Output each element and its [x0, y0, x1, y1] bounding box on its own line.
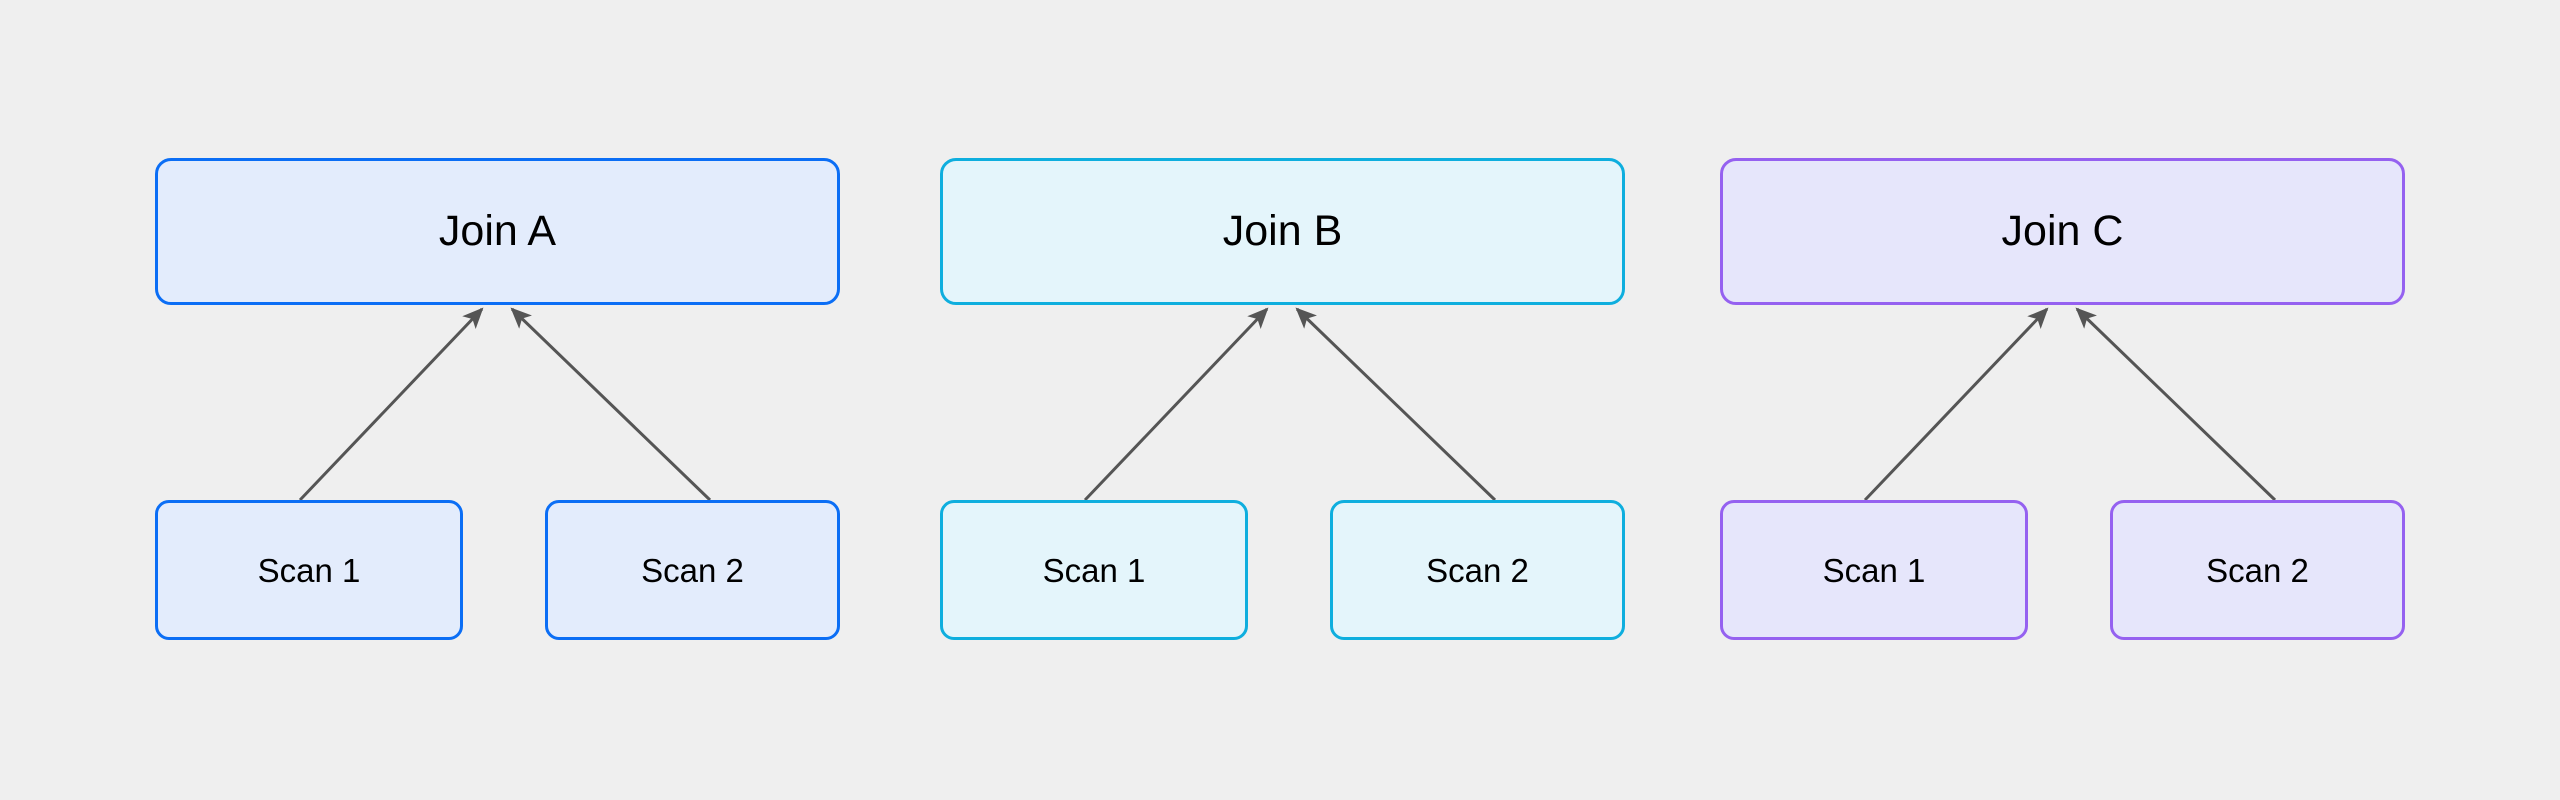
- edge-layer: [1863, 307, 2277, 502]
- edge-arrow: [1863, 307, 2049, 502]
- scan-node-1[interactable]: Scan 1: [155, 500, 463, 640]
- plan-group-1: Join A Scan 1 Scan 2: [0, 0, 860, 800]
- join-node[interactable]: Join A: [155, 158, 840, 305]
- scan-node-2[interactable]: Scan 2: [2110, 500, 2405, 640]
- edge-arrow: [1083, 307, 1269, 502]
- scan-node-2-label: Scan 2: [1426, 551, 1529, 589]
- edge-arrow: [298, 307, 484, 502]
- join-node-label: Join C: [2001, 207, 2124, 255]
- join-node[interactable]: Join C: [1720, 158, 2405, 305]
- join-node-label: Join A: [438, 207, 557, 255]
- scan-node-2[interactable]: Scan 2: [545, 500, 840, 640]
- plan-group-2: Join B Scan 1 Scan 2: [785, 0, 1645, 800]
- scan-node-2-label: Scan 2: [2206, 551, 2309, 589]
- scan-node-1-label: Scan 1: [257, 551, 361, 589]
- edge-arrow: [1295, 307, 1497, 502]
- scan-node-1-label: Scan 1: [1042, 551, 1146, 589]
- join-node[interactable]: Join B: [940, 158, 1625, 305]
- join-node-label: Join B: [1222, 207, 1343, 255]
- scan-node-2[interactable]: Scan 2: [1330, 500, 1625, 640]
- scan-node-1[interactable]: Scan 1: [940, 500, 1248, 640]
- scan-node-2-label: Scan 2: [641, 551, 744, 589]
- plan-group-3: Join C Scan 1 Scan 2: [1565, 0, 2425, 800]
- edge-layer: [298, 307, 712, 502]
- edge-arrow: [510, 307, 712, 502]
- scan-node-1-label: Scan 1: [1822, 551, 1926, 589]
- edge-arrow: [2075, 307, 2277, 502]
- scan-node-1[interactable]: Scan 1: [1720, 500, 2028, 640]
- edge-layer: [1083, 307, 1497, 502]
